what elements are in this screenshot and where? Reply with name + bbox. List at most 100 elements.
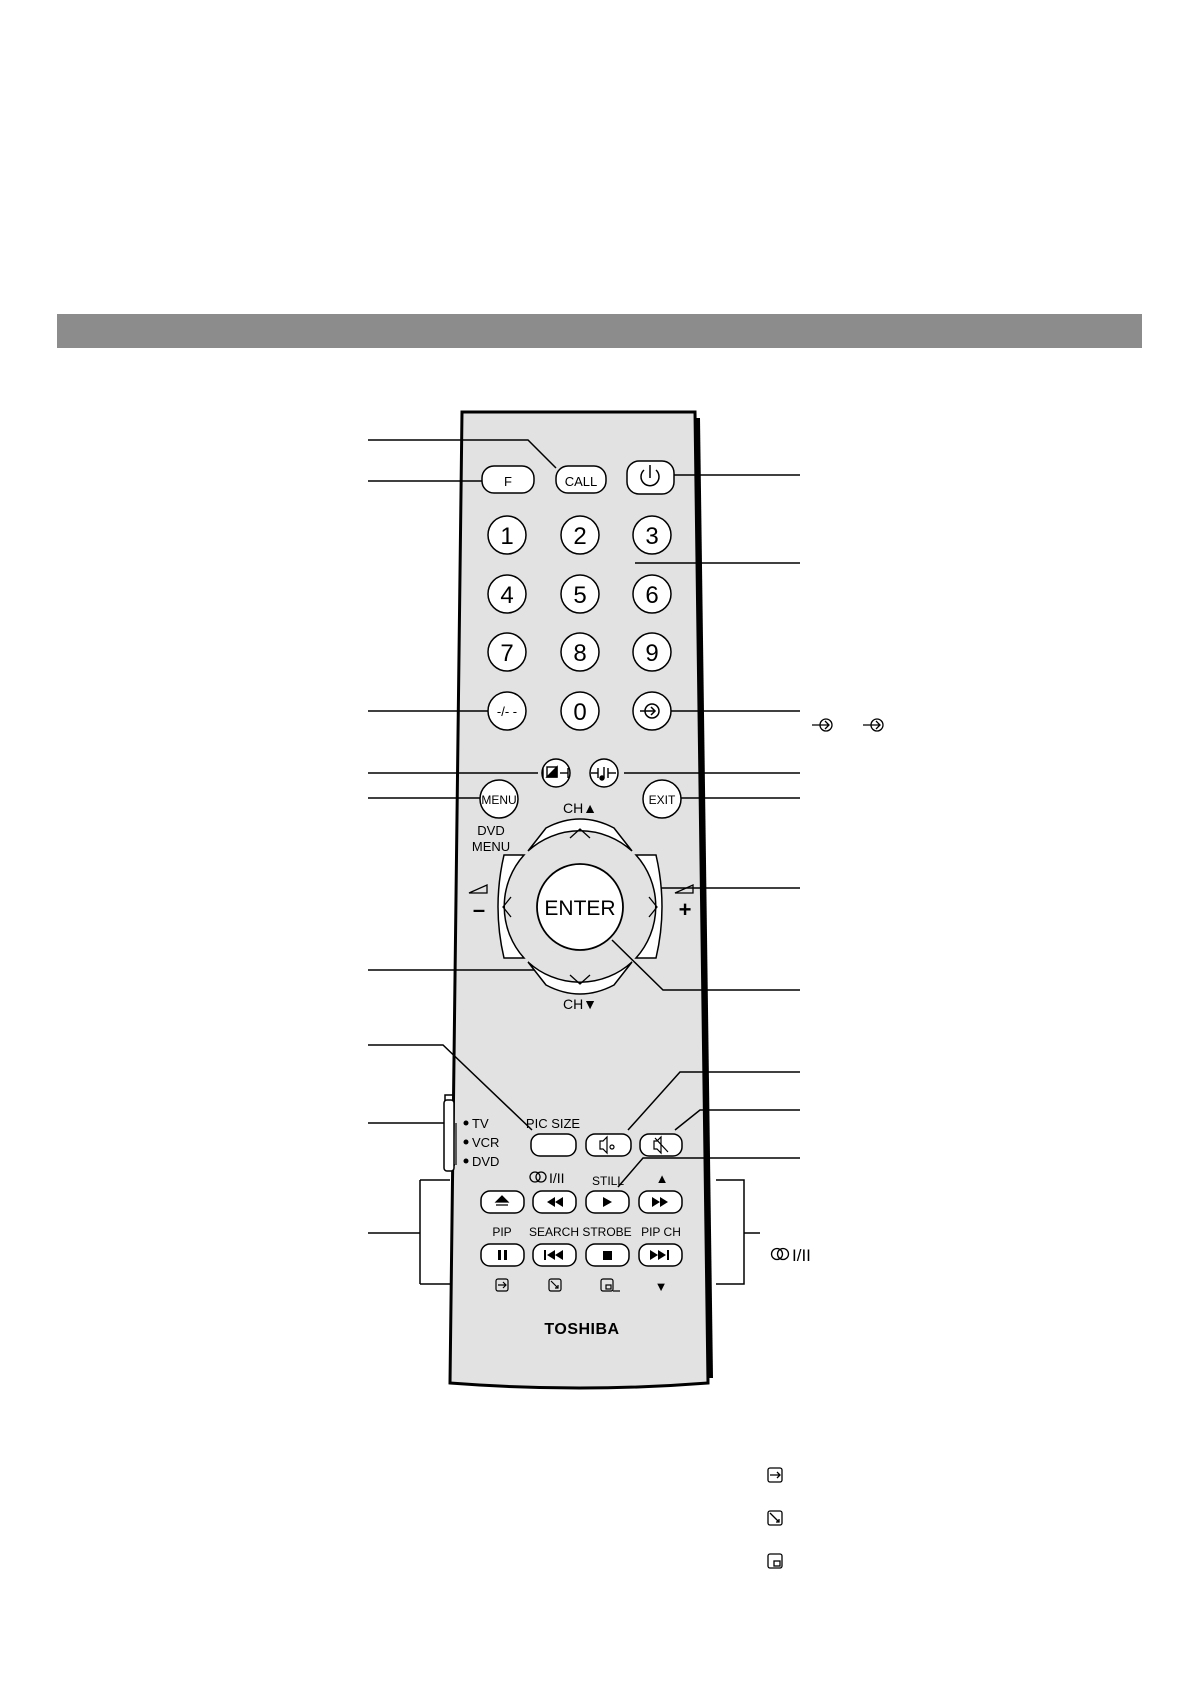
remote-body-shadow (696, 417, 713, 1379)
f-button-label: F (504, 474, 512, 489)
eject-button[interactable] (480, 1190, 525, 1214)
input-annotation-icon-1 (812, 718, 833, 732)
pic-size-button[interactable] (530, 1133, 577, 1157)
speaker-icon (599, 1135, 615, 1155)
stereo-annotation-icon (770, 1247, 790, 1261)
volume-minus-label: – (473, 897, 485, 922)
volume-minus-icon: – (468, 883, 488, 922)
enter-button[interactable]: ENTER (536, 863, 624, 951)
ch-down-label: CH▼ (563, 996, 597, 1012)
sound-button[interactable] (585, 1133, 632, 1157)
pip-swap-icon (495, 1278, 509, 1292)
legend-pip-position-icon (767, 1510, 783, 1526)
svg-text:8: 8 (573, 640, 586, 667)
svg-text:5: 5 (573, 582, 586, 609)
pip-label: PIP (492, 1225, 511, 1239)
stereo-icon (529, 1171, 547, 1183)
picture-mode-button[interactable] (541, 758, 571, 788)
dvd-menu-label-line2: MENU (472, 839, 510, 854)
key-5[interactable]: 5 (560, 574, 600, 614)
callout-lines-left (368, 439, 557, 1285)
exit-button[interactable]: EXIT (642, 779, 682, 819)
fast-forward-icon (652, 1197, 668, 1207)
stereo-annotation-label: I/II (792, 1246, 811, 1265)
key-1[interactable]: 1 (487, 515, 527, 555)
picture-mode-icon (542, 765, 569, 778)
skip-back-icon (544, 1250, 563, 1260)
skip-forward-icon (650, 1250, 669, 1260)
volume-down-button[interactable] (497, 854, 526, 959)
sound-mode-button[interactable] (589, 758, 619, 788)
volume-plus-label: + (679, 897, 692, 922)
pause-button[interactable] (480, 1243, 525, 1267)
fast-forward-button[interactable] (638, 1190, 683, 1214)
brand-logo: TOSHIBA (544, 1321, 619, 1338)
key-3[interactable]: 3 (632, 515, 672, 555)
call-button[interactable]: CALL (555, 465, 607, 494)
stop-button[interactable] (585, 1243, 630, 1267)
switch-dvd-label: DVD (472, 1154, 499, 1169)
legend-pip-window-icon (767, 1553, 783, 1569)
dvd-menu-label-line1: DVD (477, 823, 504, 838)
still-up-triangle: ▲ (656, 1171, 669, 1186)
switch-tv-label: TV (472, 1116, 489, 1131)
pip-position-icon (548, 1278, 562, 1292)
svg-text:2: 2 (573, 523, 586, 550)
section-header-bar (57, 314, 1142, 348)
sound-mode-icon (591, 767, 616, 781)
play-button[interactable] (585, 1190, 630, 1214)
transport-row-1 (480, 1190, 683, 1214)
svg-text:9: 9 (645, 640, 658, 667)
volume-plus-icon: + (674, 883, 694, 922)
mode-switch[interactable]: TV VCR DVD (443, 1099, 499, 1172)
key-8[interactable]: 8 (560, 632, 600, 672)
skip-back-button[interactable] (532, 1243, 577, 1267)
number-keypad: 1 2 3 4 5 6 7 8 9 -/- - 0 (487, 515, 672, 731)
svg-text:6: 6 (645, 582, 658, 609)
enter-button-label: ENTER (544, 897, 615, 920)
menu-button[interactable]: MENU (479, 779, 519, 819)
key-9[interactable]: 9 (632, 632, 672, 672)
stop-icon (603, 1251, 612, 1260)
pause-icon (498, 1250, 507, 1260)
chevron-right-icon (648, 896, 658, 918)
skip-forward-button[interactable] (638, 1243, 683, 1267)
svg-text:3: 3 (645, 523, 658, 550)
svg-text:-/- -: -/- - (497, 704, 517, 719)
input-select-button[interactable] (632, 691, 672, 731)
key-6[interactable]: 6 (632, 574, 672, 614)
play-icon (603, 1197, 612, 1207)
ch-up-button[interactable] (527, 818, 633, 852)
svg-text:0: 0 (573, 699, 586, 726)
svg-text:7: 7 (500, 640, 513, 667)
rewind-button[interactable] (532, 1190, 577, 1214)
eject-icon (494, 1195, 510, 1206)
key-0[interactable]: 0 (560, 691, 600, 731)
key-7[interactable]: 7 (487, 632, 527, 672)
exit-button-label: EXIT (649, 793, 676, 807)
power-button[interactable] (626, 460, 675, 495)
f-button[interactable]: F (481, 465, 535, 494)
pip-ch-label: PIP CH (641, 1225, 681, 1239)
menu-button-label: MENU (481, 793, 516, 807)
ch-down-button[interactable] (527, 961, 633, 995)
ch-up-label: CH▲ (563, 800, 597, 816)
key-2[interactable]: 2 (560, 515, 600, 555)
key-digit-entry[interactable]: -/- - (487, 691, 527, 731)
power-icon (640, 465, 660, 487)
callout-lines-right (611, 474, 800, 1285)
svg-text:1: 1 (500, 523, 513, 550)
switch-vcr-label: VCR (472, 1135, 499, 1150)
chevron-up-icon (569, 828, 591, 839)
call-button-label: CALL (565, 474, 598, 489)
chevron-left-icon (502, 896, 512, 918)
rewind-icon (547, 1197, 563, 1207)
mute-button[interactable] (639, 1133, 683, 1157)
key-4[interactable]: 4 (487, 574, 527, 614)
strobe-label: STROBE (582, 1225, 631, 1239)
still-label: STILL (592, 1174, 624, 1188)
legend-pip-swap-icon (767, 1467, 783, 1483)
volume-up-button[interactable] (634, 854, 663, 959)
input-select-icon (640, 703, 660, 719)
